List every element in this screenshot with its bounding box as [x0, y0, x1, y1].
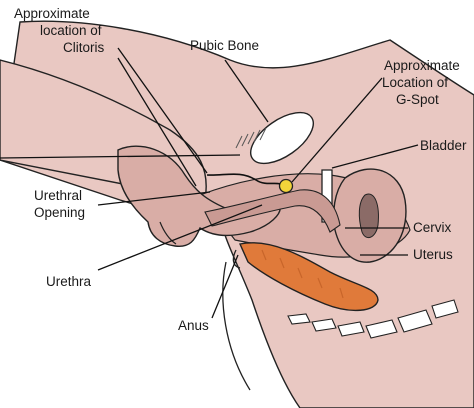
- label-pubic-bone: Pubic Bone: [190, 38, 259, 53]
- label-uterus: Uterus: [413, 247, 453, 262]
- rectum-folds: [261, 249, 344, 299]
- anus: [232, 249, 241, 269]
- leader-anus: [211, 254, 239, 319]
- leader-clitoris-2: [117, 57, 197, 187]
- vaginal-canal: [204, 189, 341, 233]
- leader-bladder: [331, 144, 419, 169]
- label-urethra: Urethra: [46, 274, 92, 289]
- label-bladder: Bladder: [420, 138, 467, 153]
- pubic-hair: [235, 127, 267, 149]
- pubic-bone: [250, 111, 314, 165]
- label-gspot: Approximate Location of G-Spot: [382, 58, 464, 107]
- gspot-marker: [278, 178, 294, 194]
- label-clitoris: Approximate location of Clitoris: [14, 6, 105, 55]
- leader-pubic-bone: [224, 59, 269, 123]
- leader-urethral-opening: [97, 191, 211, 206]
- leader-lines: [0, 47, 419, 319]
- leader-urethra: [97, 204, 263, 271]
- hand: [117, 145, 281, 247]
- label-cervix: Cervix: [413, 220, 452, 235]
- rectum: [239, 242, 379, 312]
- uterine-cavity: [358, 193, 379, 239]
- clitoris-indicator-wire: [206, 173, 281, 185]
- coccyx: [287, 299, 459, 339]
- leader-gspot: [291, 77, 383, 183]
- leader-upper-left: [0, 154, 241, 159]
- buttock-outline: [222, 261, 251, 391]
- label-urethral-opening: Urethral Opening: [34, 188, 86, 220]
- leader-clitoris: [117, 47, 208, 174]
- label-anus: Anus: [178, 318, 209, 333]
- thumb: [159, 221, 177, 245]
